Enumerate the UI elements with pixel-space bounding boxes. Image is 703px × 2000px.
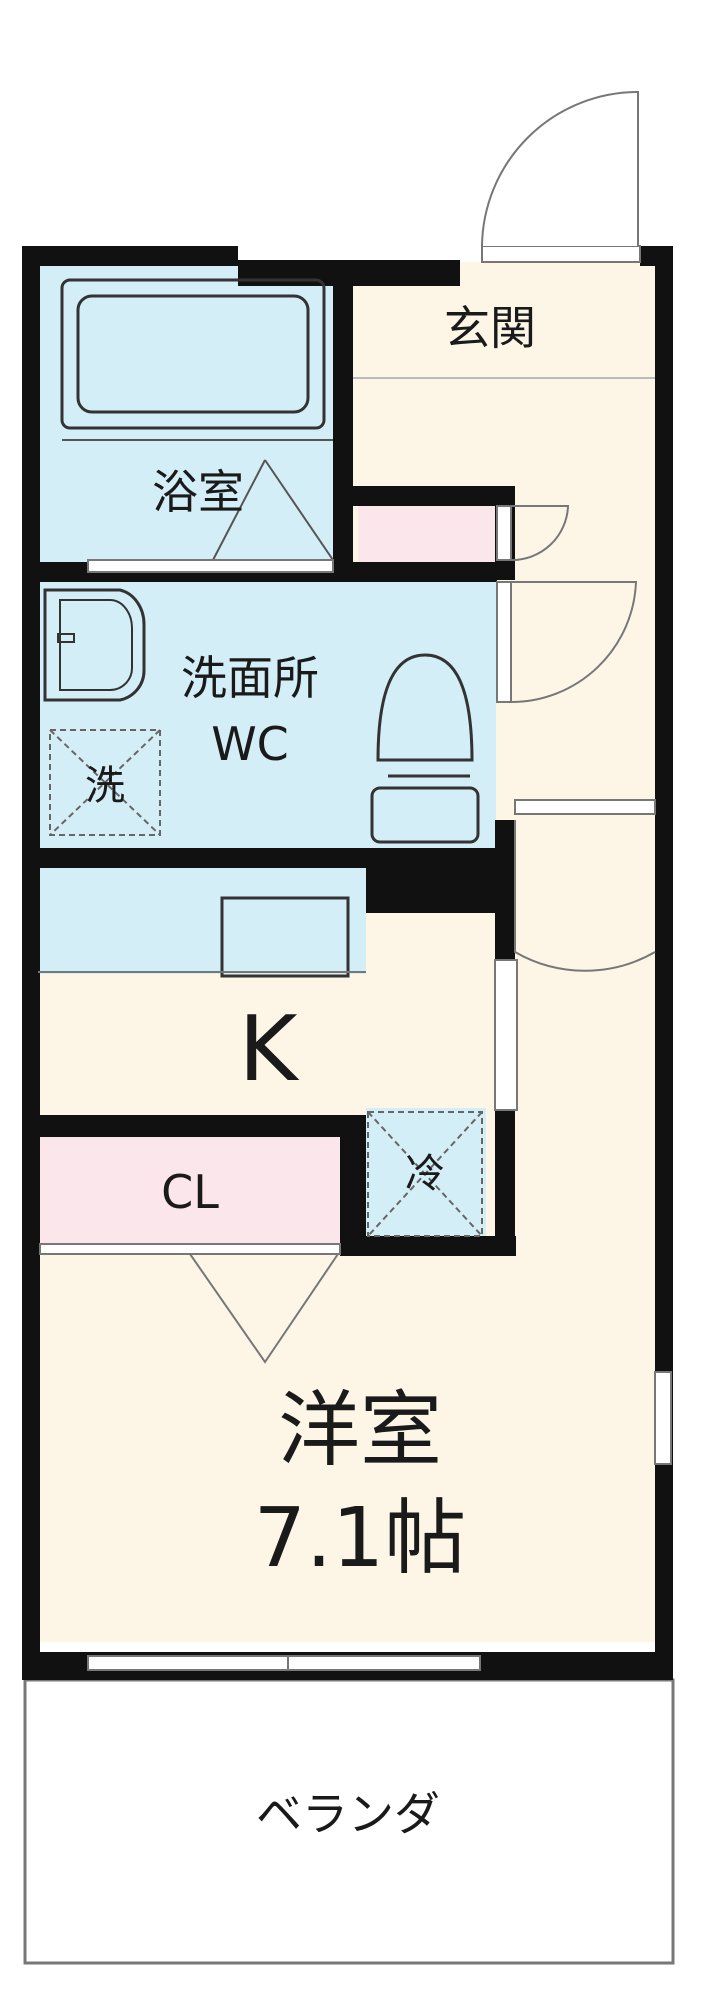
- toilet-icon: [376, 653, 474, 762]
- washbasin-bowl: [59, 599, 133, 691]
- entrance-door-frame[interactable]: [481, 245, 641, 263]
- bath-folding-door: [212, 459, 334, 561]
- veranda-label: ベランダ: [256, 1787, 440, 1841]
- bathtub-inner: [76, 294, 310, 414]
- toilet-tank: [370, 786, 480, 844]
- washroom-door-frame[interactable]: [496, 581, 512, 703]
- western-room-label: 洋室: [278, 1383, 442, 1478]
- closet-label: CL: [161, 1165, 219, 1219]
- kitchen-label: K: [238, 997, 299, 1102]
- kitchen-window[interactable]: [494, 959, 518, 1111]
- washroom-door-swing: [510, 581, 638, 704]
- closet-door-swing: [189, 1253, 339, 1364]
- bath-label: 浴室: [152, 465, 244, 519]
- washer-cross: [49, 729, 161, 836]
- closet-door[interactable]: [39, 1243, 341, 1255]
- storage-door-swing: [510, 505, 570, 562]
- bath-door-frame[interactable]: [87, 559, 334, 573]
- faucet-icon: [57, 633, 75, 643]
- fridge-cross: [367, 1111, 483, 1237]
- sink: [220, 896, 350, 978]
- kitchen-counter: [38, 868, 366, 974]
- storage-shelf: [358, 502, 498, 562]
- entrance-door-swing: [481, 90, 639, 247]
- bathtub: [60, 278, 326, 430]
- storage-door-frame[interactable]: [496, 505, 512, 561]
- fridge-box: [367, 1111, 483, 1237]
- hall-door-swing: [514, 820, 656, 972]
- veranda-window[interactable]: [87, 1655, 481, 1671]
- washroom-wc-label: WC: [211, 717, 289, 771]
- entrance-label: 玄関: [444, 301, 536, 355]
- washroom-label: 洗面所: [181, 651, 319, 705]
- washbasin: [43, 588, 146, 702]
- hall-door-frame[interactable]: [514, 799, 656, 815]
- fridge-label: 冷: [405, 1151, 445, 1197]
- closet-floor: [40, 1137, 340, 1244]
- side-window[interactable]: [654, 1371, 672, 1465]
- washer-label: 洗: [85, 763, 125, 809]
- western-room-size: 7.1帖: [254, 1491, 466, 1586]
